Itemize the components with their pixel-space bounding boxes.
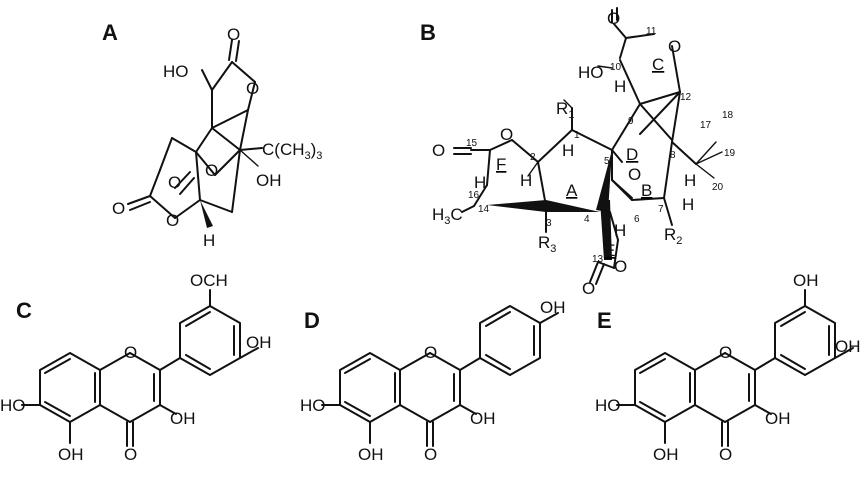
panel-b-num-10: 10 [610, 62, 622, 73]
panel-b-num-8: 8 [670, 150, 676, 161]
panel-b: B [420, 7, 736, 298]
panel-d-o1: O [424, 343, 437, 362]
panel-b-num-6: 6 [634, 214, 640, 225]
panel-c-label: C [16, 298, 32, 323]
panel-b-bonds [453, 7, 723, 285]
panel-b-h7: H [682, 195, 694, 214]
panel-b-num-19: 19 [724, 148, 736, 159]
panel-c: C OCH OH HO O OH OH O [0, 271, 272, 464]
panel-d-label: D [304, 308, 320, 333]
panel-e-o1: O [719, 343, 732, 362]
panel-c-och: OCH [190, 271, 228, 290]
panel-c-oh5: OH [58, 445, 84, 464]
panel-a-tbutyl: C(CH3)3 [262, 140, 322, 162]
panel-b-num-9: 9 [628, 116, 634, 127]
panel-a-oh: OH [256, 171, 282, 190]
panel-a-ring-o-bottom: O [166, 211, 179, 230]
panel-d-oh4: OH [540, 298, 566, 317]
panel-b-h8: H [684, 171, 696, 190]
panel-e-skeleton [616, 305, 836, 447]
panel-b-ring-f: F [496, 155, 506, 174]
panel-b-wedge-center [596, 150, 612, 212]
panel-b-ring-e-o: O [614, 257, 627, 276]
panel-a-label: A [102, 20, 118, 45]
panel-d-o4: O [424, 445, 437, 464]
panel-b-numbers: 1 2 3 4 5 6 7 8 9 10 11 12 13 14 15 16 1… [466, 26, 736, 265]
panel-b-num-5: 5 [604, 156, 610, 167]
panel-a-atoms: O HO O C(CH3)3 OH O O O O H [112, 25, 322, 250]
panel-b-num-7: 7 [658, 204, 664, 215]
panel-b-num-20: 20 [712, 182, 724, 193]
panel-a-ring-o-left: O [168, 173, 181, 192]
panel-b-num-14: 14 [478, 204, 490, 215]
panel-b-r1: R1 [556, 99, 574, 121]
panel-d-oh5: OH [358, 445, 384, 464]
panel-c-o4: O [124, 445, 137, 464]
panel-b-o11: O [607, 9, 620, 28]
panel-b-h3c: H3C [432, 205, 463, 227]
panel-b-num-1: 1 [574, 130, 580, 141]
panel-a-h: H [203, 231, 215, 250]
panel-b-o13: O [582, 279, 595, 298]
panel-b-h2: H [520, 171, 532, 190]
panel-b-h10: H [614, 77, 626, 96]
panel-b-ring-d: D [626, 145, 638, 164]
panel-b-o15: O [432, 141, 445, 160]
panel-b-atoms: O O HO H R1 H H O O O H H H3C R3 H R2 H … [432, 9, 696, 298]
panel-e-oh4: OH [835, 337, 861, 356]
panel-b-num-2: 2 [530, 152, 536, 163]
panel-a-ho: HO [163, 62, 189, 81]
panel-b-num-12: 12 [680, 92, 692, 103]
panel-a-mid-o: O [205, 161, 218, 180]
panel-b-num-18: 18 [722, 110, 734, 121]
panel-e-ho7: HO [595, 396, 621, 415]
panel-d-ho7: HO [300, 396, 326, 415]
panel-d-skeleton [321, 305, 541, 447]
panel-e-oh5: OH [653, 445, 679, 464]
panel-c-ho7: HO [0, 396, 26, 415]
panel-b-num-11: 11 [646, 26, 657, 37]
panel-e: E OH OH HO O OH OH O [595, 271, 861, 464]
panel-a-wedge [200, 200, 213, 228]
panel-b-ring-a: A [566, 181, 578, 200]
panel-c-oh3: OH [170, 409, 196, 428]
panel-b-h1: H [562, 141, 574, 160]
panel-b-num-13: 13 [592, 254, 604, 265]
panel-b-h16: H [474, 173, 486, 192]
panel-c-o1: O [124, 343, 137, 362]
panel-b-num-4: 4 [584, 214, 590, 225]
panel-e-oh3: OH [793, 271, 819, 290]
panel-d-oh3: OH [470, 409, 496, 428]
panel-c-oh4: OH [246, 333, 272, 352]
panel-b-ring-b: B [641, 181, 652, 200]
panel-b-label: B [420, 20, 436, 45]
panel-c-skeleton [21, 305, 241, 447]
panel-b-wedge-right [600, 200, 612, 260]
panel-b-num-17: 17 [700, 120, 712, 131]
panel-a-carbonyl-o-left: O [112, 199, 125, 218]
panel-b-ring-c: C [652, 55, 664, 74]
panel-e-label: E [597, 308, 612, 333]
panel-b-num-16: 16 [468, 190, 480, 201]
panel-a: A [102, 20, 322, 250]
panel-a-lactone-o: O [246, 79, 259, 98]
panel-a-bonds [127, 39, 263, 219]
panel-b-r3: R3 [538, 233, 556, 255]
panel-e-o4: O [719, 445, 732, 464]
panel-b-ring-f-o: O [500, 125, 513, 144]
panel-b-h6: H [614, 221, 626, 240]
panel-b-ho: HO [578, 63, 604, 82]
panel-b-r2: R2 [664, 225, 682, 247]
panel-b-ring-d-o: O [628, 165, 641, 184]
panel-e-oh3r: OH [765, 409, 791, 428]
panel-a-carbonyl-o: O [227, 25, 240, 44]
panel-b-ring-e: E [604, 241, 615, 260]
panel-b-num-3: 3 [546, 218, 552, 229]
panel-d: D OH HO O OH OH O [300, 298, 566, 464]
panel-b-ring-c-o: O [668, 37, 681, 56]
panel-b-num-15: 15 [466, 138, 478, 149]
panel-b-wedge-bottom [487, 200, 600, 212]
panel-b-ring-labels: C F A D B E [496, 55, 664, 260]
